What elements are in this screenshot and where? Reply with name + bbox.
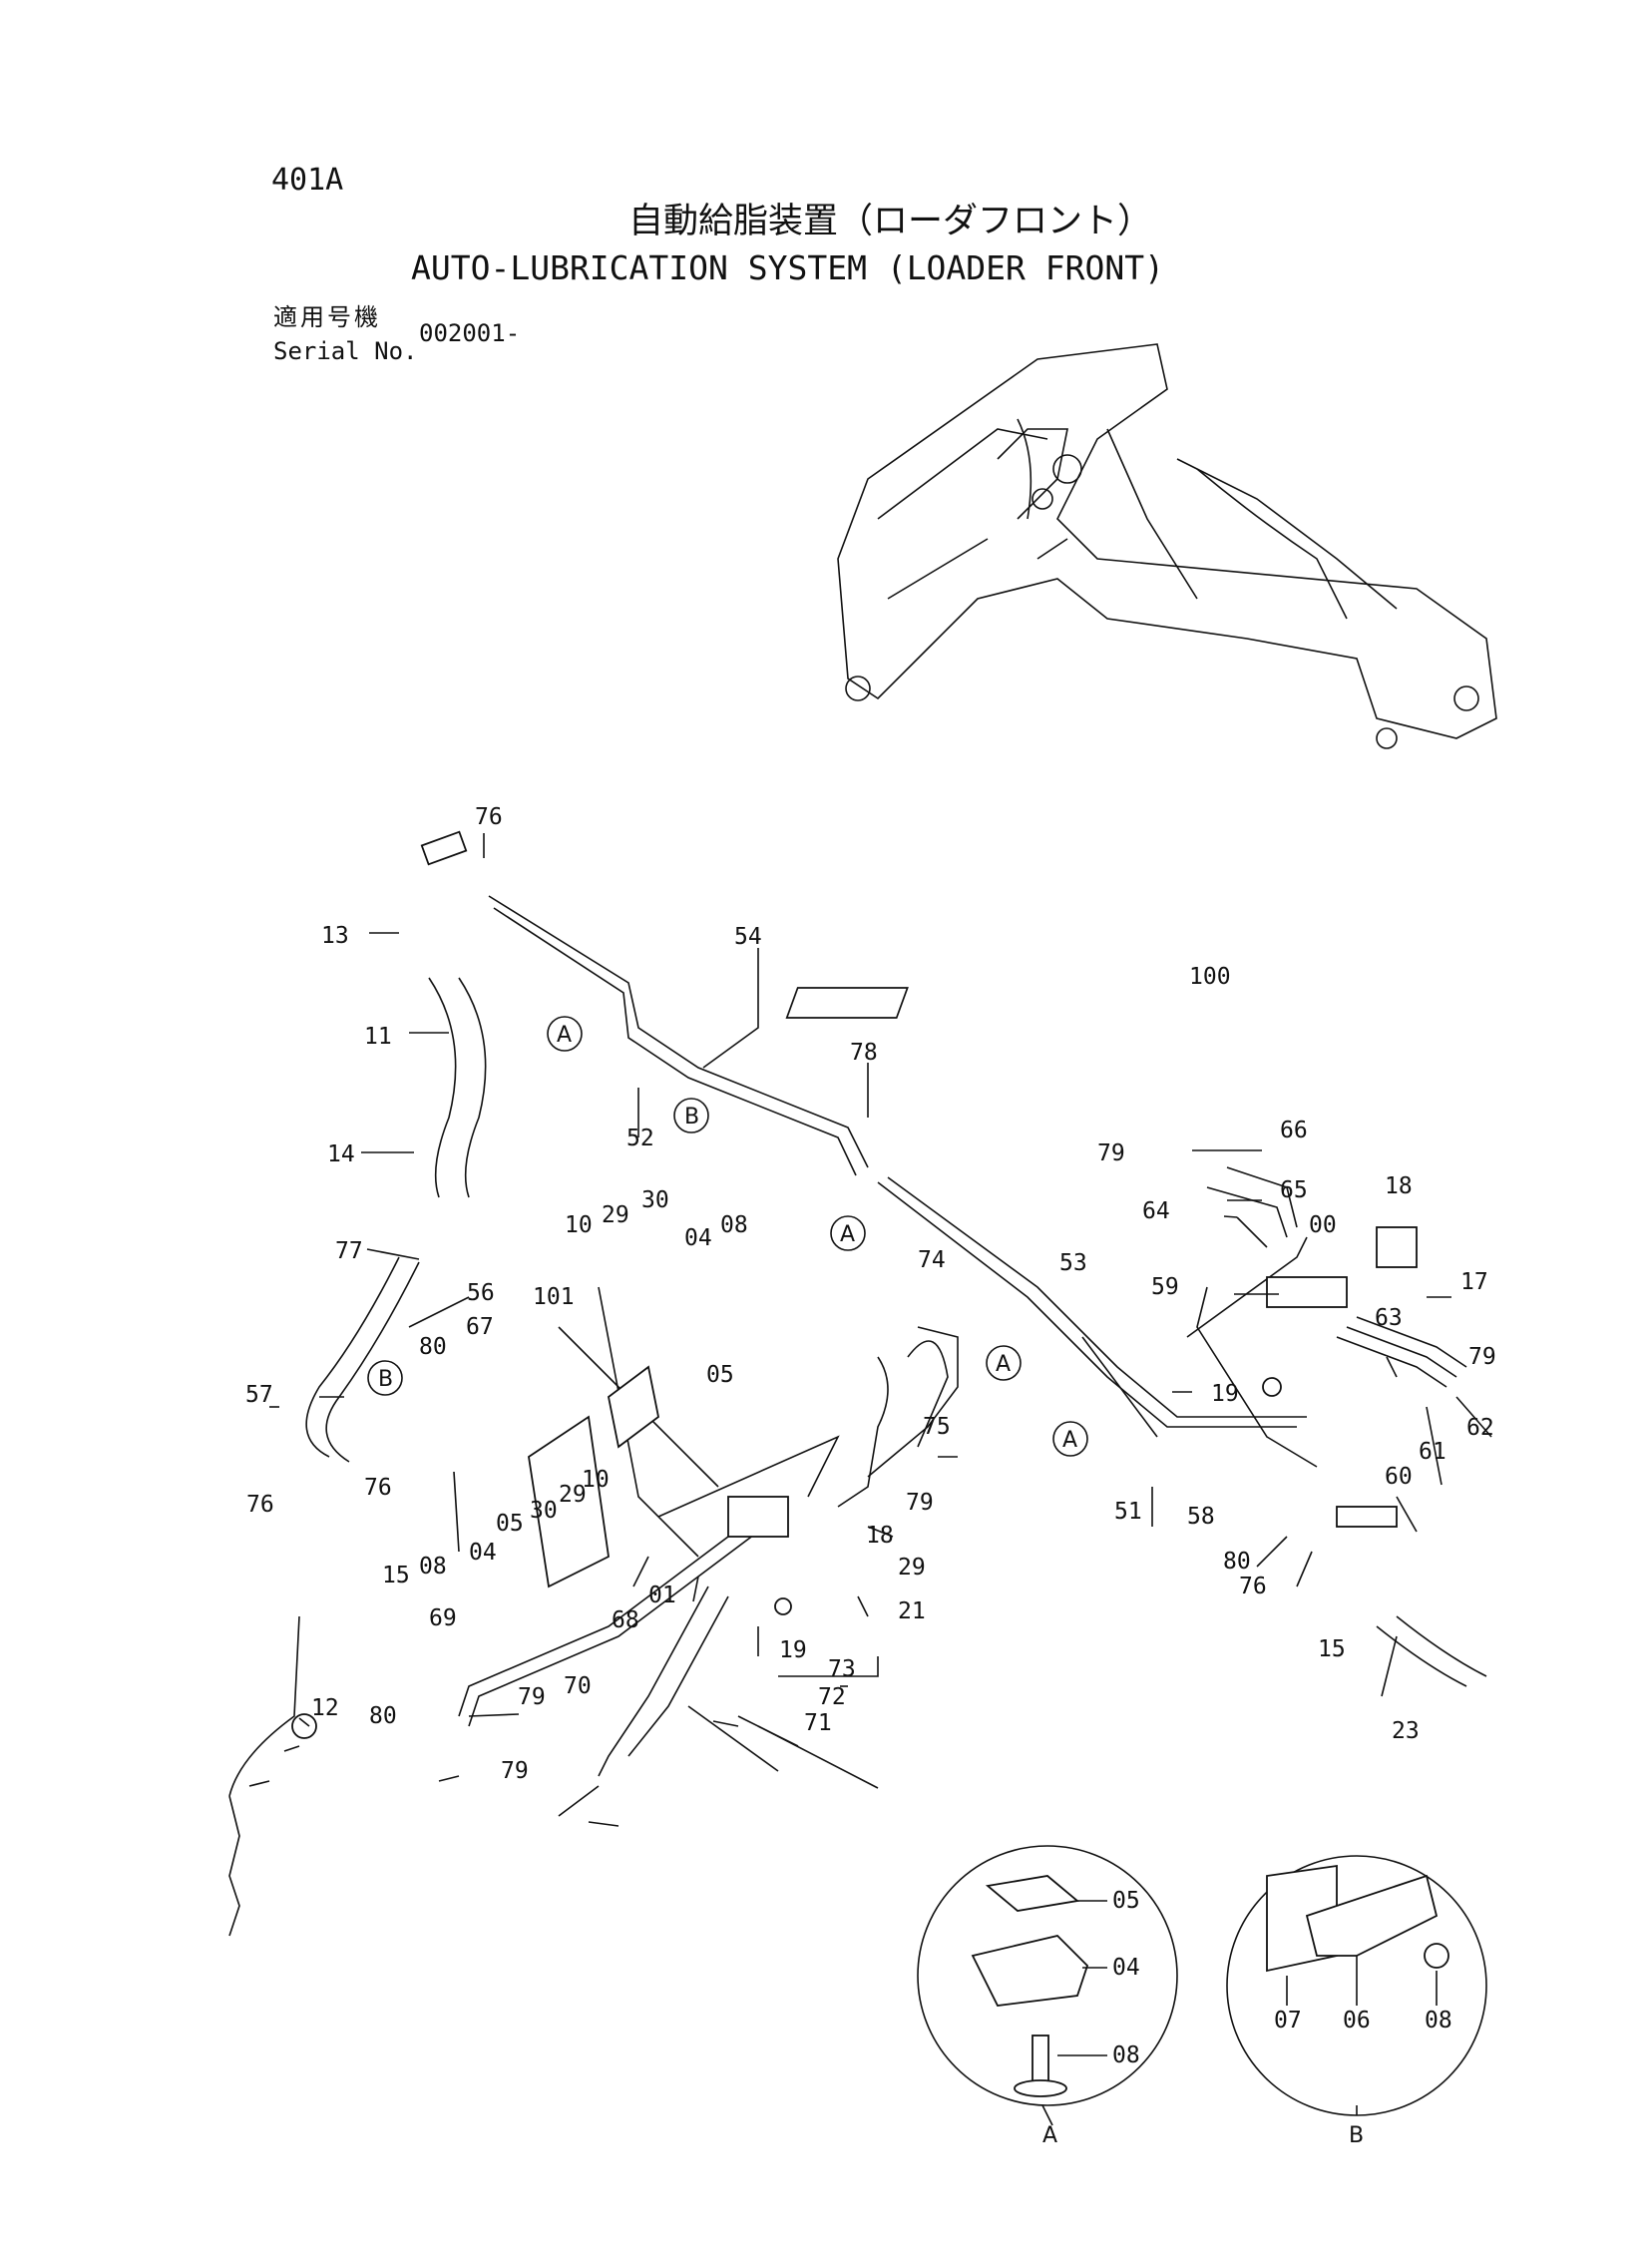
pipe-lines: [228, 895, 1487, 1797]
callout-label: 01: [648, 1583, 676, 1608]
callout-label: 10: [582, 1467, 610, 1493]
callout-label: 80: [1223, 1549, 1251, 1575]
callout-label: 30: [530, 1498, 558, 1524]
callout-label: 19: [779, 1637, 807, 1663]
marker-letter: A: [557, 1023, 572, 1048]
marker-letter: A: [996, 1352, 1011, 1377]
callout-label: 15: [1318, 1636, 1346, 1662]
callout-label: 77: [335, 1238, 363, 1264]
callout-label: 74: [918, 1247, 946, 1273]
callout-label: 17: [1460, 1269, 1488, 1295]
callout-label: 04: [469, 1540, 497, 1566]
detail-a-callout: 05: [1112, 1888, 1140, 1914]
callout-label: 65: [1280, 1177, 1308, 1203]
callout-label: 58: [1187, 1504, 1215, 1530]
callout-label: 73: [828, 1656, 856, 1682]
callout-label: 13: [321, 923, 349, 949]
callout-label: 76: [475, 804, 503, 830]
callout-label: 51: [1114, 1499, 1142, 1525]
callout-label: 72: [818, 1684, 846, 1710]
callout-label: 29: [898, 1555, 926, 1581]
serial-label-english: Serial No.: [273, 337, 418, 365]
detail-b-callout: 07: [1274, 2008, 1302, 2034]
callout-label: 80: [369, 1703, 397, 1729]
callout-label: 79: [518, 1684, 546, 1710]
marker-letter: A: [1062, 1428, 1077, 1453]
callout-label: 79: [501, 1758, 529, 1784]
callout-label: 100: [1189, 964, 1231, 990]
marker-letters: A B A B A A: [378, 1023, 1077, 1453]
title-english: AUTO-LUBRICATION SYSTEM (LOADER FRONT): [411, 248, 1164, 287]
callout-label: 15: [382, 1563, 410, 1588]
callout-label: 62: [1466, 1415, 1494, 1441]
detail-a-callout: 08: [1112, 2042, 1140, 2068]
ab-markers: [367, 1016, 1088, 1457]
callout-label: 08: [419, 1554, 447, 1580]
detail-b-label: B: [1349, 2123, 1364, 2148]
serial-number-value: 002001-: [419, 319, 521, 347]
callout-label: 53: [1059, 1250, 1087, 1276]
callout-label: 12: [311, 1695, 339, 1721]
callout-label: 63: [1375, 1305, 1403, 1331]
callout-label: 59: [1151, 1274, 1179, 1300]
callout-label: 21: [898, 1598, 926, 1624]
callout-label: 79: [1097, 1140, 1125, 1166]
callout-label: 04: [684, 1225, 712, 1251]
callout-label: 30: [641, 1187, 669, 1213]
callout-label: 101: [533, 1284, 575, 1310]
callout-label: 18: [1385, 1173, 1413, 1199]
callout-label: 56: [467, 1280, 495, 1306]
callout-label: 11: [364, 1024, 392, 1050]
page-number: 401A: [271, 163, 344, 198]
callout-label: 76: [1239, 1574, 1267, 1599]
callout-label: 80: [419, 1334, 447, 1360]
callout-label: 05: [496, 1511, 524, 1537]
detail-a-callout: 04: [1112, 1955, 1140, 1981]
serial-label-japanese: 適用号機: [273, 303, 381, 331]
callout-label: 71: [804, 1710, 832, 1736]
callout-label: 23: [1392, 1718, 1420, 1744]
detail-view-B: [1226, 1855, 1487, 2116]
callout-label: 67: [466, 1314, 494, 1340]
detail-texts: 05 04 08 A 07 06 08 B: [1042, 1888, 1452, 2148]
callout-label: 61: [1419, 1439, 1446, 1465]
leader-lines: [248, 833, 1492, 1827]
parts-shapes: [228, 830, 1418, 1937]
callout-labels: 76 13 54 100 11 78 52 14 79 66 65 64 18 …: [245, 804, 1496, 1784]
callout-label: 29: [559, 1482, 587, 1508]
callout-label: 78: [850, 1040, 878, 1066]
callout-label: 75: [923, 1414, 951, 1440]
callout-label: 05: [706, 1362, 734, 1388]
marker-letter: B: [684, 1105, 699, 1130]
detail-view-A: [917, 1845, 1178, 2126]
callout-label: 79: [1468, 1344, 1496, 1370]
callout-label: 14: [327, 1141, 355, 1167]
callout-label: 79: [906, 1490, 934, 1516]
loader-front-overview: [837, 343, 1497, 749]
callout-label: 57: [245, 1382, 273, 1408]
marker-letter: B: [378, 1367, 393, 1392]
marker-letter: A: [840, 1222, 855, 1247]
detail-b-callout: 06: [1343, 2008, 1371, 2034]
callout-label: 76: [364, 1475, 392, 1501]
callout-label: 29: [602, 1202, 629, 1228]
callout-label: 54: [734, 924, 762, 950]
callout-label: 60: [1385, 1464, 1413, 1490]
detail-a-label: A: [1042, 2123, 1057, 2148]
callout-label: 08: [720, 1212, 748, 1238]
callout-label: 19: [1211, 1381, 1239, 1407]
callout-label: 10: [565, 1212, 593, 1238]
callout-label: 69: [429, 1605, 457, 1631]
callout-label: 70: [564, 1673, 592, 1699]
detail-b-callout: 08: [1425, 2008, 1452, 2034]
title-japanese: 自動給脂装置（ローダフロント）: [628, 202, 1153, 241]
callout-label: 66: [1280, 1118, 1308, 1143]
callout-label: 52: [626, 1126, 654, 1151]
callout-label: 18: [866, 1523, 894, 1549]
callout-label: 68: [612, 1607, 639, 1633]
callout-label: 76: [246, 1492, 274, 1518]
callout-label: 64: [1142, 1198, 1170, 1224]
callout-label: 00: [1309, 1212, 1337, 1238]
